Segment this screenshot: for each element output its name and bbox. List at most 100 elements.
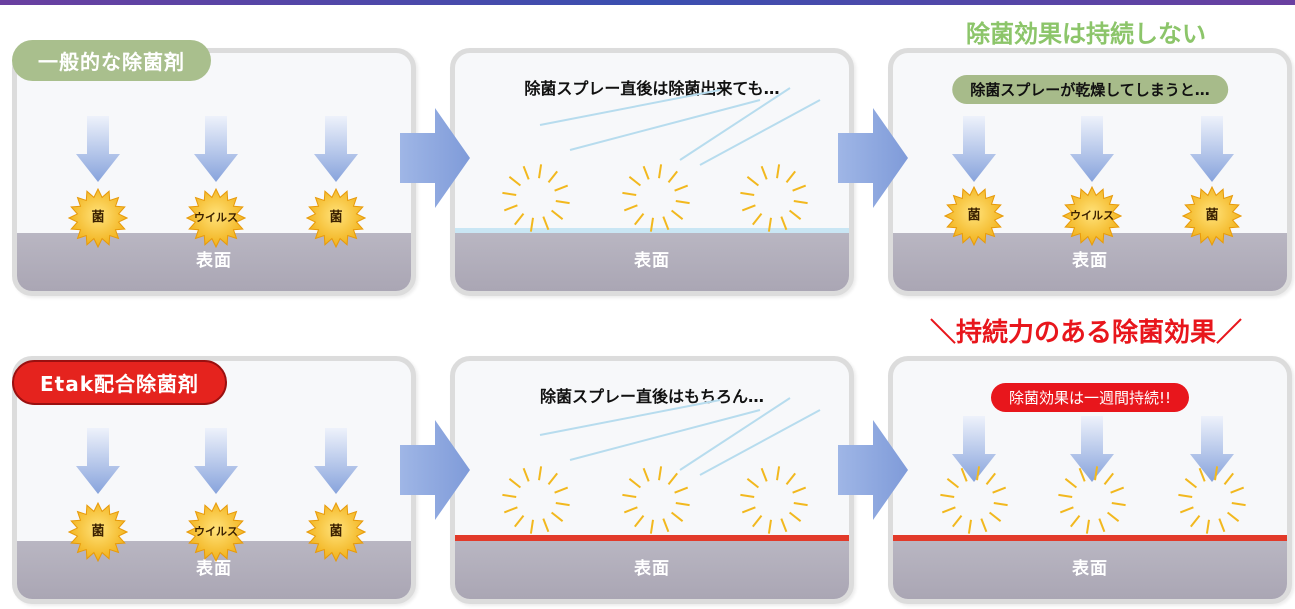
burst-ray — [514, 514, 525, 528]
burst-ray — [793, 502, 808, 507]
burst-ray — [780, 216, 788, 231]
burst-ray — [622, 493, 637, 498]
down-arrow-icon — [194, 116, 238, 182]
burst-ray — [555, 200, 570, 205]
burst-icon — [622, 466, 690, 534]
burst-ray — [649, 519, 654, 534]
down-arrow-icon — [952, 116, 996, 182]
virus-icon: ウイルス — [185, 187, 247, 249]
burst-icon — [622, 164, 690, 232]
germ-label: 菌 — [91, 210, 105, 225]
burst-ray — [547, 472, 558, 486]
down-arrow-icon — [194, 428, 238, 494]
down-arrow-icon — [314, 116, 358, 182]
burst-ray — [674, 486, 689, 494]
burst-ray — [628, 176, 642, 187]
burst-ray — [634, 212, 645, 226]
germ-spikes — [1061, 185, 1123, 247]
germ-spikes — [305, 187, 367, 249]
germ-icon: 菌 — [305, 187, 367, 249]
burst-ray — [529, 519, 534, 534]
spray-lines-icon — [539, 87, 821, 166]
burst-ray — [1218, 518, 1226, 533]
flow-arrow-icon — [400, 108, 470, 208]
burst-icon — [1178, 466, 1246, 534]
burst-icon — [940, 466, 1008, 534]
badge-regular-disinfectant: 一般的な除菌剤 — [12, 40, 211, 81]
burst-ray — [623, 204, 638, 212]
burst-ray — [988, 511, 1002, 522]
burst-ray — [985, 472, 996, 486]
burst-ray — [1094, 466, 1099, 481]
germ-icon: 菌 — [943, 185, 1005, 247]
burst-ray — [740, 493, 755, 498]
burst-ray — [1178, 493, 1193, 498]
burst-ray — [502, 191, 517, 196]
germ-label: 菌 — [329, 210, 343, 225]
burst-ray — [993, 502, 1008, 507]
burst-ray — [542, 518, 550, 533]
headline-lasting-text: 持続力のある除菌効果 — [956, 318, 1217, 348]
burst-ray — [1179, 506, 1194, 514]
burst-ray — [760, 165, 768, 180]
burst-ray — [547, 170, 558, 184]
burst-ray — [788, 209, 802, 220]
burst-ray — [674, 184, 689, 192]
burst-ray — [1078, 467, 1086, 482]
flow-arrow-icon — [838, 108, 908, 208]
burst-ray — [760, 467, 768, 482]
down-arrow-icon — [1070, 116, 1114, 182]
burst-ray — [1059, 506, 1074, 514]
burst-ray — [508, 176, 522, 187]
burst-ray — [776, 466, 781, 481]
burst-ray — [1214, 466, 1219, 481]
burst-ray — [967, 519, 972, 534]
burst-icon — [740, 164, 808, 232]
burst-ray — [555, 502, 570, 507]
burst-ray — [554, 486, 569, 494]
burst-icon — [502, 466, 570, 534]
burst-ray — [522, 165, 530, 180]
burst-icon — [502, 164, 570, 232]
burst-ray — [1226, 511, 1240, 522]
virus-icon: ウイルス — [185, 501, 247, 563]
top-border-line — [0, 0, 1295, 5]
burst-ray — [1223, 472, 1234, 486]
burst-ray — [550, 209, 564, 220]
burst-ray — [503, 506, 518, 514]
burst-ray — [1231, 502, 1246, 507]
surface — [893, 233, 1287, 291]
burst-ray — [792, 184, 807, 192]
germ-label: 菌 — [967, 208, 981, 223]
germ-label: 菌 — [1205, 208, 1219, 223]
burst-ray — [1106, 511, 1120, 522]
surface — [455, 541, 849, 599]
headline-lasting-effect: ＼持続力のある除菌効果／ — [930, 312, 1242, 349]
surface — [455, 233, 849, 291]
burst-ray — [746, 478, 760, 489]
down-arrow-icon — [1190, 416, 1234, 482]
germ-label: 菌 — [329, 524, 343, 539]
burst-ray — [623, 506, 638, 514]
burst-ray — [793, 200, 808, 205]
burst-ray — [538, 466, 543, 481]
burst-ray — [503, 204, 518, 212]
burst-ray — [1111, 502, 1126, 507]
germ-spikes — [305, 501, 367, 563]
burst-ray — [785, 472, 796, 486]
burst-ray — [667, 472, 678, 486]
down-arrow-icon — [76, 428, 120, 494]
burst-ray — [1184, 478, 1198, 489]
burst-ray — [952, 514, 963, 528]
burst-ray — [776, 164, 781, 179]
surface-label: 表面 — [634, 559, 670, 579]
burst-ray — [1205, 519, 1210, 534]
burst-ray — [992, 486, 1007, 494]
burst-ray — [767, 519, 772, 534]
badge-etak-disinfectant: Etak配合除菌剤 — [12, 360, 228, 405]
burst-ray — [780, 518, 788, 533]
slash-right-icon: ／ — [1216, 318, 1243, 348]
burst-ray — [1103, 472, 1114, 486]
burst-icon — [740, 466, 808, 534]
surface-label: 表面 — [634, 251, 670, 271]
